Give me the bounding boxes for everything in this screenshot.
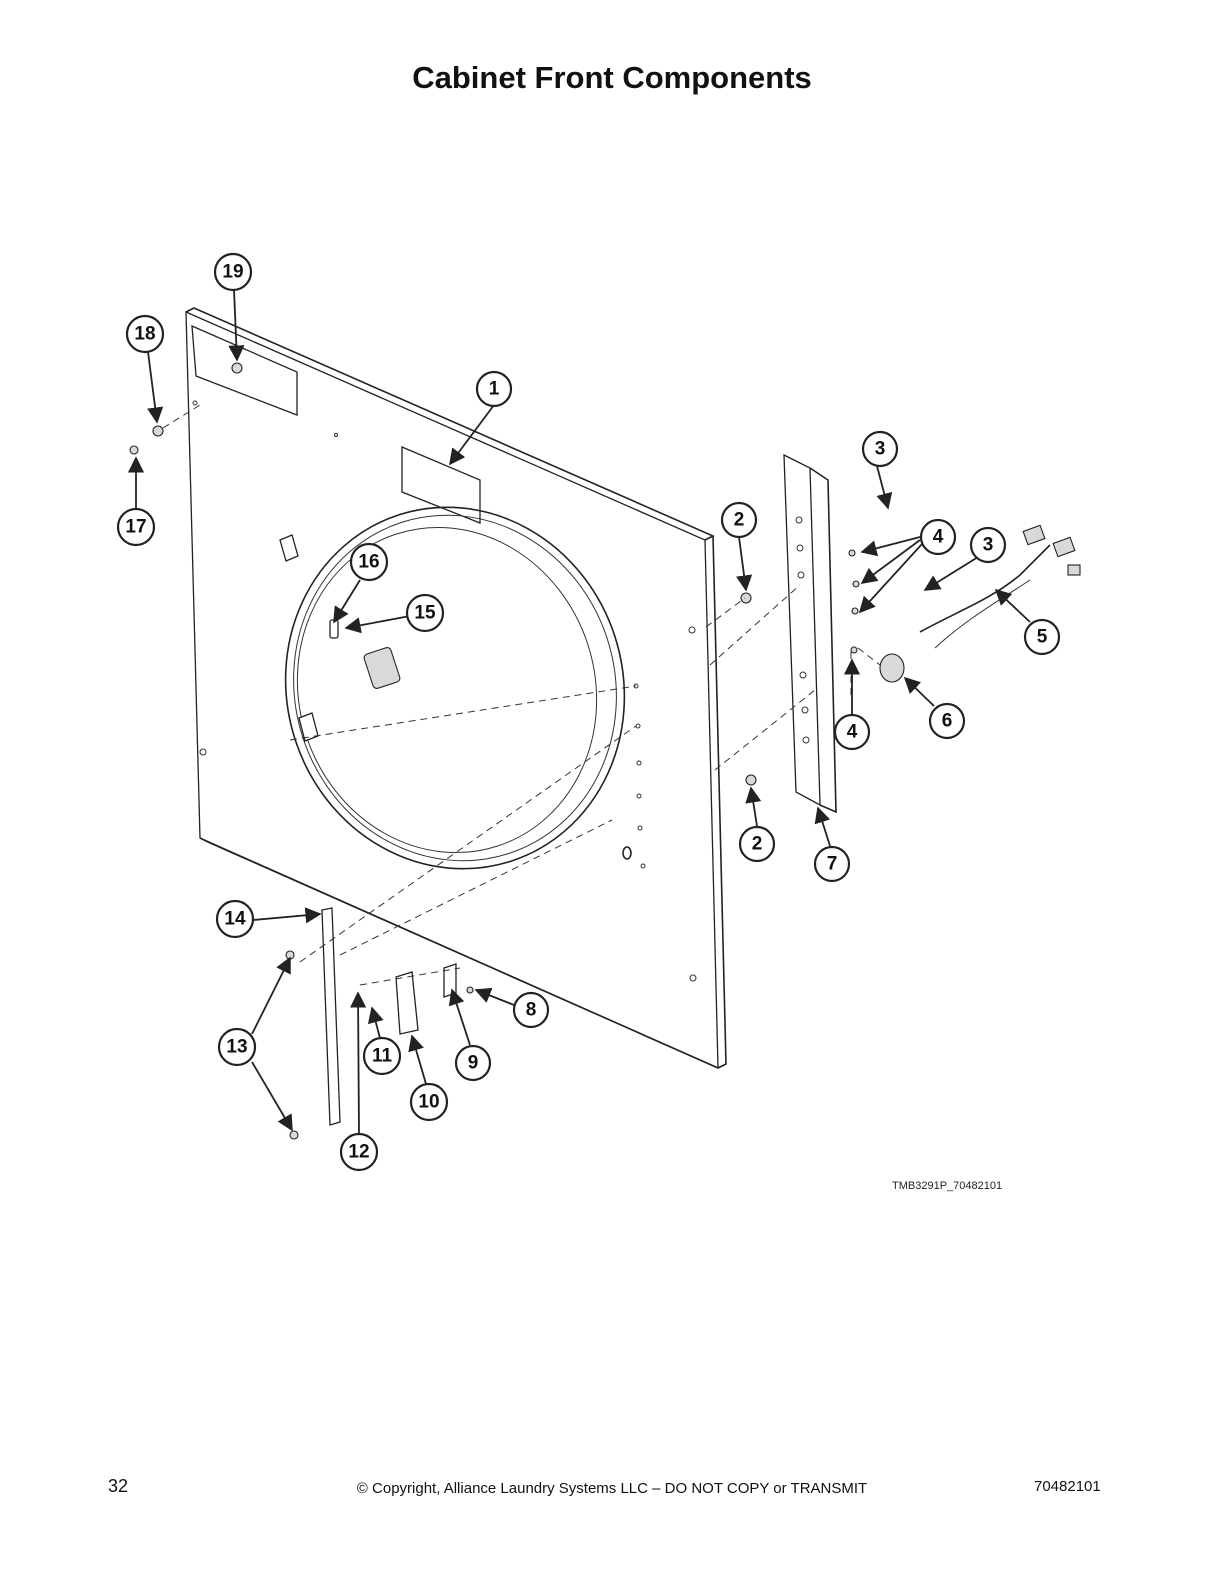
svg-text:11: 11 bbox=[372, 1046, 393, 1067]
svg-text:19: 19 bbox=[222, 262, 243, 283]
svg-text:3: 3 bbox=[875, 439, 886, 460]
door-switch-bracket bbox=[443, 963, 457, 998]
page-title: Cabinet Front Components bbox=[412, 60, 812, 95]
figure-id: TMB3291P_70482101 bbox=[892, 1180, 1003, 1192]
callout-3: 3 bbox=[861, 430, 899, 468]
svg-text:5: 5 bbox=[1037, 627, 1048, 648]
latch bbox=[329, 619, 339, 639]
callout-4: 4 bbox=[833, 713, 871, 751]
svg-text:4: 4 bbox=[933, 527, 944, 548]
callout-17: 17 bbox=[116, 507, 156, 547]
svg-text:2: 2 bbox=[734, 510, 745, 531]
spring bbox=[363, 647, 401, 689]
callout-18: 18 bbox=[125, 314, 165, 354]
callout-14: 14 bbox=[215, 899, 255, 939]
svg-text:1: 1 bbox=[489, 379, 500, 400]
page-number: 32 bbox=[108, 1476, 129, 1496]
svg-text:7: 7 bbox=[827, 854, 838, 875]
svg-text:4: 4 bbox=[847, 722, 858, 743]
svg-text:14: 14 bbox=[224, 909, 246, 930]
svg-text:2: 2 bbox=[752, 834, 763, 855]
assembly-lines bbox=[162, 404, 881, 986]
callout-11: 11 bbox=[362, 1036, 402, 1076]
callout-4: 4 bbox=[919, 518, 957, 556]
callout-9: 9 bbox=[454, 1044, 492, 1082]
door-strike bbox=[395, 971, 419, 1035]
front-panel bbox=[185, 307, 727, 1070]
callout-19: 19 bbox=[213, 252, 253, 292]
svg-text:6: 6 bbox=[942, 711, 953, 732]
callout-15: 15 bbox=[405, 593, 445, 633]
svg-text:3: 3 bbox=[983, 535, 994, 556]
callout-3: 3 bbox=[969, 526, 1007, 564]
hinge-bracket bbox=[783, 453, 837, 814]
svg-text:10: 10 bbox=[418, 1092, 439, 1113]
door-strip bbox=[321, 907, 341, 1126]
leader-arrows bbox=[127, 289, 1031, 1135]
svg-text:16: 16 bbox=[358, 552, 379, 573]
callout-2: 2 bbox=[720, 501, 758, 539]
document-number: 70482101 bbox=[1034, 1478, 1101, 1495]
callout-5: 5 bbox=[1023, 618, 1061, 656]
callout-16: 16 bbox=[349, 542, 389, 582]
svg-text:13: 13 bbox=[226, 1037, 247, 1058]
wire-harness bbox=[919, 524, 1081, 649]
svg-text:12: 12 bbox=[348, 1142, 369, 1163]
callout-1: 1 bbox=[475, 370, 513, 408]
callout-8: 8 bbox=[512, 991, 550, 1029]
svg-text:17: 17 bbox=[125, 517, 146, 538]
callout-2: 2 bbox=[738, 825, 776, 863]
callout-12: 12 bbox=[339, 1132, 379, 1172]
callout-10: 10 bbox=[409, 1082, 449, 1122]
bushing bbox=[879, 653, 905, 683]
svg-text:18: 18 bbox=[134, 324, 155, 345]
svg-text:8: 8 bbox=[526, 1000, 537, 1021]
hardware bbox=[129, 362, 860, 1140]
callout-6: 6 bbox=[928, 702, 966, 740]
svg-text:9: 9 bbox=[468, 1053, 479, 1074]
callout-13: 13 bbox=[217, 1027, 257, 1067]
svg-text:15: 15 bbox=[414, 603, 436, 624]
callout-7: 7 bbox=[813, 845, 851, 883]
copyright-notice: © Copyright, Alliance Laundry Systems LL… bbox=[356, 1480, 868, 1497]
